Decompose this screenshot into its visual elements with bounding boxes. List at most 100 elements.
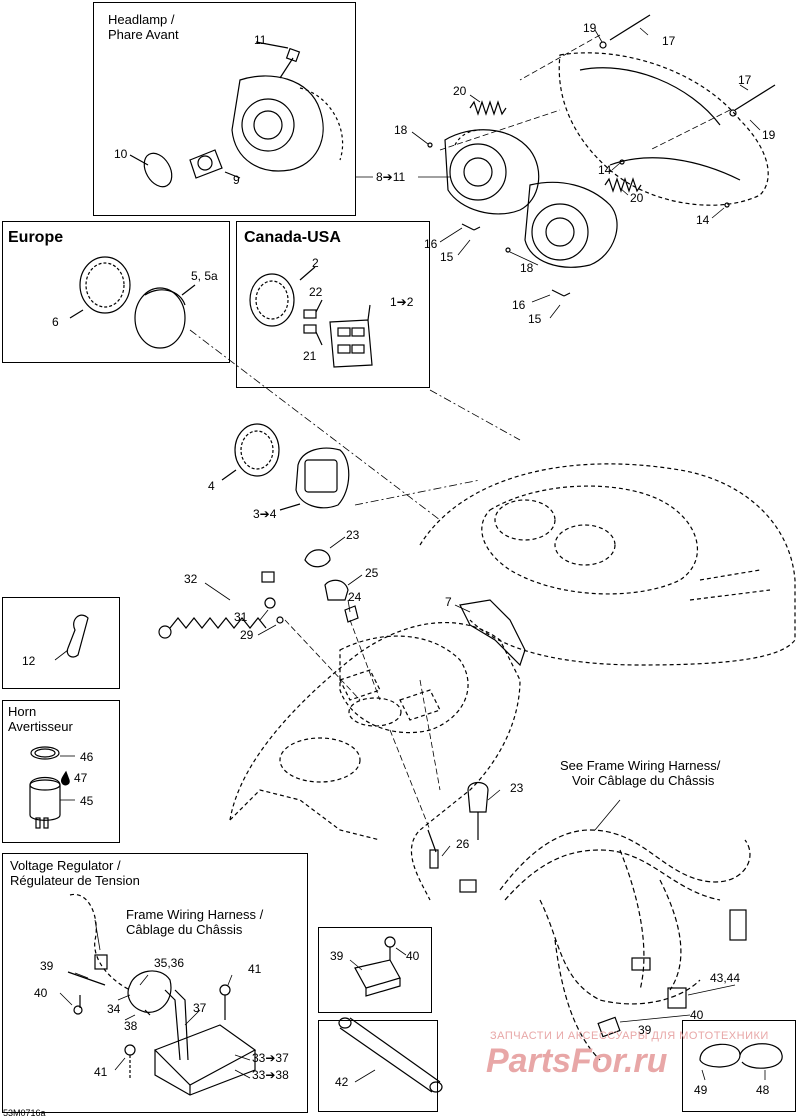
voltage-title-fr: Régulateur de Tension: [10, 873, 140, 888]
horn-inset-box: [2, 700, 120, 843]
callout-49: 49: [694, 1083, 708, 1097]
callout-33-38: 33➔38: [252, 1068, 289, 1082]
callout-23b: 23: [510, 781, 524, 795]
upper-headlamp-assembly: [427, 14, 776, 297]
callout-8-11: 8➔11: [376, 170, 406, 184]
callout-3-4: 3➔4: [253, 507, 277, 521]
cable-tie-box: [682, 1020, 796, 1112]
callout-19b: 19: [762, 128, 776, 142]
lanyard-parts: [158, 549, 359, 639]
callout-17a: 17: [662, 34, 676, 48]
gauge-parts: [221, 423, 350, 511]
callout-37: 37: [193, 1001, 207, 1015]
callout-48: 48: [756, 1083, 770, 1097]
callout-35-36: 35,36: [154, 956, 185, 970]
callout-39c: 39: [638, 1023, 652, 1037]
callout-14b: 14: [696, 213, 710, 227]
callout-22: 22: [309, 285, 323, 299]
callout-9: 9: [233, 173, 240, 187]
callout-16b: 16: [512, 298, 526, 312]
callout-5-5a: 5, 5a: [191, 269, 218, 283]
tube-part-42: [339, 1017, 441, 1093]
callout-43-44: 43,44: [710, 971, 741, 985]
cable-ties: [699, 1043, 783, 1081]
headlamp-title-line1: Headlamp /: [108, 12, 175, 27]
box-39-40-parts: [349, 936, 407, 997]
headlamp-inset-parts: [129, 47, 344, 188]
part-39-40-box: [318, 927, 432, 1013]
harness-connectors: [427, 781, 747, 1038]
callout-38: 38: [124, 1019, 138, 1033]
callout-10: 10: [114, 147, 128, 161]
callout-46: 46: [80, 750, 94, 764]
callout-29: 29: [240, 628, 254, 642]
headlamp-title-line2: Phare Avant: [108, 27, 179, 42]
europe-inset-box: [2, 221, 230, 363]
part-42-box: [318, 1020, 438, 1112]
lower-leader-lines: [204, 536, 471, 636]
callout-11-top: 11: [254, 33, 267, 47]
europe-title: Europe: [8, 229, 64, 246]
drop-icon: [60, 770, 70, 786]
callout-23a: 23: [346, 528, 360, 542]
callout-39b: 39: [330, 949, 344, 963]
callout-32: 32: [184, 572, 198, 586]
voltage-title: Voltage Regulator /: [10, 858, 121, 873]
callout-24: 24: [348, 590, 362, 604]
see-frame-note-fr: Voir Câblage du Châssis: [572, 773, 715, 788]
callout-15b: 15: [528, 312, 542, 326]
callout-4: 4: [208, 479, 215, 493]
callout-18a: 18: [394, 123, 408, 137]
frame-wiring-title-fr: Câblage du Châssis: [126, 922, 243, 937]
callout-47: 47: [74, 771, 88, 785]
clip-part-12: [66, 614, 89, 658]
callout-34: 34: [107, 1002, 121, 1016]
voltage-regulator-parts: [59, 893, 257, 1096]
wiring-harness: [499, 829, 751, 1061]
upper-leader-lines: [356, 27, 761, 319]
canada-usa-inset-box: [236, 221, 430, 388]
callout-19a: 19: [583, 21, 597, 35]
callout-20a: 20: [453, 84, 467, 98]
guard-part-7: [459, 599, 526, 667]
drawing-reference: 53M0716a: [3, 1108, 46, 1118]
callout-25: 25: [365, 566, 379, 580]
fairing: [419, 463, 796, 666]
headlamp-inset-box: [93, 2, 356, 216]
callout-16a: 16: [424, 237, 438, 251]
clip-inset-box: [2, 597, 120, 689]
callout-12: 12: [22, 654, 36, 668]
callout-15a: 15: [440, 250, 454, 264]
callout-18b: 18: [520, 261, 534, 275]
canada-parts: [249, 266, 373, 368]
watermark-logo: PartsFor.ru: [486, 1042, 668, 1080]
callout-17b: 17: [738, 73, 752, 87]
callout-2: 2: [312, 256, 319, 270]
horn-title: Horn: [8, 704, 37, 719]
frame-wiring-title: Frame Wiring Harness /: [126, 907, 264, 922]
horn-title-fr: Avertisseur: [8, 719, 73, 734]
callout-26: 26: [456, 837, 470, 851]
watermark-text: ЗАПЧАСТИ И АКСЕССУАРЫ ДЛЯ МОТОТЕХНИКИ: [490, 1030, 769, 1042]
callout-6: 6: [52, 315, 59, 329]
callout-41a: 41: [248, 962, 262, 976]
horn-parts: [29, 746, 75, 829]
callout-41b: 41: [94, 1065, 108, 1079]
callout-7: 7: [445, 595, 452, 609]
callout-42: 42: [335, 1075, 349, 1089]
voltage-regulator-inset-box: [2, 853, 308, 1113]
callout-40a: 40: [34, 986, 48, 1000]
callout-33-37: 33➔37: [252, 1051, 289, 1065]
callout-40c: 40: [690, 1008, 704, 1022]
callout-40b: 40: [406, 949, 420, 963]
callout-21: 21: [303, 349, 317, 363]
callout-20b: 20: [630, 191, 644, 205]
callout-31: 31: [234, 610, 248, 624]
see-frame-note: See Frame Wiring Harness/: [560, 758, 721, 773]
canada-usa-title: Canada-USA: [244, 229, 341, 246]
callout-14a: 14: [598, 163, 612, 177]
callout-39a: 39: [40, 959, 54, 973]
callout-45: 45: [80, 794, 94, 808]
